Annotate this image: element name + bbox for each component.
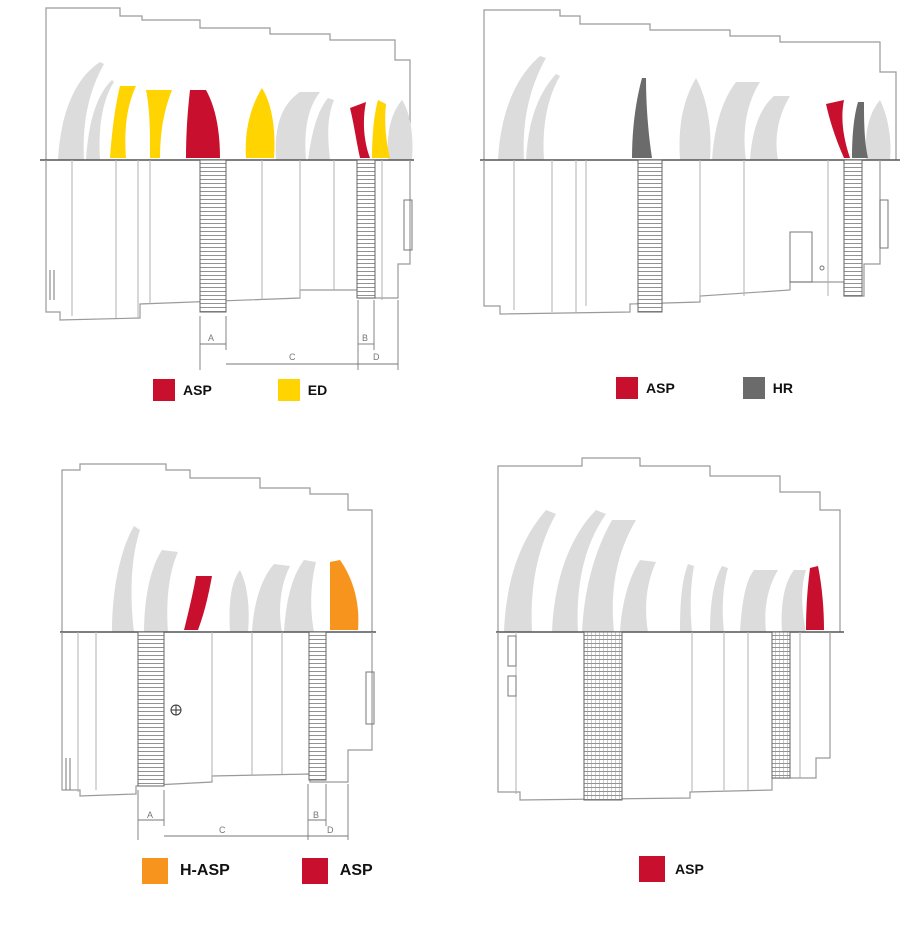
dimension-label-d: D bbox=[327, 825, 334, 835]
ed-element-3 bbox=[245, 88, 275, 158]
focus-ring bbox=[637, 159, 663, 313]
legend-label-hr: HR bbox=[772, 380, 794, 396]
focus-ring bbox=[137, 631, 165, 787]
dimension-label-b: B bbox=[362, 333, 368, 343]
h-asp-element-1 bbox=[330, 560, 359, 630]
asp-element-1 bbox=[826, 100, 850, 158]
hr-element-2 bbox=[852, 102, 868, 158]
legend-swatch-hr bbox=[742, 377, 765, 399]
lens-diagram-top-left: A C B D ASP ED bbox=[0, 0, 460, 420]
legend-label-h-asp: H-ASP bbox=[180, 862, 230, 879]
dimension-label-d: D bbox=[373, 352, 380, 362]
legend-swatch-asp bbox=[301, 858, 328, 884]
lens-cross-section-top-right bbox=[480, 9, 900, 315]
legend-swatch-ed bbox=[277, 379, 300, 401]
lens-diagram-bottom-right: ASP bbox=[460, 440, 920, 920]
legend-bottom-right: ASP bbox=[639, 856, 704, 882]
legend-swatch-h-asp bbox=[142, 858, 168, 884]
dimension-label-a: A bbox=[147, 810, 153, 820]
lens-cross-section-top-left: A C B D bbox=[40, 7, 414, 370]
dimension-label-a: A bbox=[208, 333, 214, 343]
ed-element-2 bbox=[146, 90, 172, 158]
legend-top-right: ASP HR bbox=[616, 377, 793, 399]
ed-element-4 bbox=[372, 100, 390, 158]
asp-element-1 bbox=[184, 576, 212, 630]
asp-element-1 bbox=[186, 90, 220, 158]
hr-element-1 bbox=[632, 78, 652, 158]
legend-swatch-asp bbox=[616, 377, 638, 399]
legend-swatch-asp bbox=[153, 379, 175, 401]
legend-swatch-asp bbox=[639, 856, 665, 882]
legend-bottom-left: H-ASP ASP bbox=[142, 858, 373, 884]
lens-diagram-top-right: ASP HR bbox=[460, 0, 920, 420]
legend-label-asp: ASP bbox=[339, 862, 373, 879]
legend-top-left: ASP ED bbox=[153, 379, 327, 401]
ed-element-1 bbox=[110, 86, 136, 158]
legend-label-asp: ASP bbox=[646, 380, 675, 396]
lens-cross-section-bottom-left: A C B D bbox=[60, 463, 376, 840]
asp-element-2 bbox=[350, 102, 370, 158]
legend-label-ed: ED bbox=[307, 382, 328, 398]
lens-diagram-bottom-left: A C B D H-ASP ASP bbox=[0, 440, 460, 920]
lens-cross-section-bottom-right bbox=[496, 457, 844, 801]
dimension-label-c: C bbox=[219, 825, 226, 835]
focus-ring bbox=[199, 159, 227, 313]
zoom-ring bbox=[356, 159, 376, 299]
zoom-ring bbox=[843, 159, 863, 297]
zoom-ring bbox=[771, 631, 791, 779]
dimension-label-c: C bbox=[289, 352, 296, 362]
legend-label-asp: ASP bbox=[675, 861, 704, 877]
asp-element-1 bbox=[806, 566, 824, 630]
dimension-label-b: B bbox=[313, 810, 319, 820]
legend-label-asp: ASP bbox=[183, 382, 212, 398]
focus-ring bbox=[583, 631, 623, 801]
zoom-ring bbox=[308, 631, 327, 781]
